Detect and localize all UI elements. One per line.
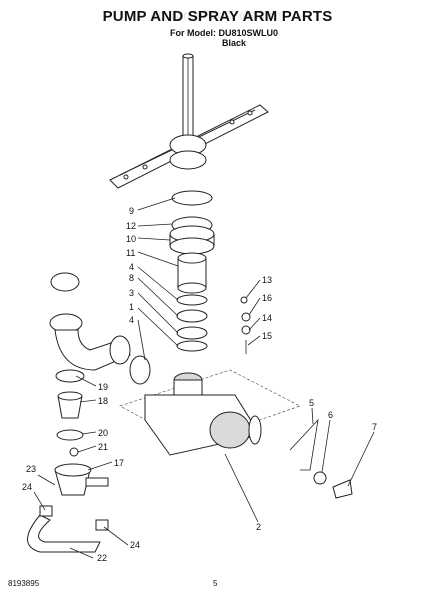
callout-22: 22 <box>97 553 107 563</box>
callout-1: 1 <box>129 302 134 312</box>
motor-pump-assembly <box>119 369 301 456</box>
callout-5: 5 <box>309 398 314 408</box>
callout-21: 21 <box>98 442 108 452</box>
spray-arm <box>109 104 269 189</box>
callout-labels: 9 12 10 11 4 8 3 1 4 13 16 14 15 19 18 2… <box>22 206 377 563</box>
pump-hose <box>49 272 151 385</box>
page-number: 5 <box>213 579 218 588</box>
callout-8a: 8 <box>129 273 134 283</box>
callout-20: 20 <box>98 428 108 438</box>
callout-4a: 4 <box>129 262 134 272</box>
spray-arm-shaft <box>182 53 194 147</box>
callout-18: 18 <box>98 396 108 406</box>
callout-2: 2 <box>256 522 261 532</box>
callout-24a: 24 <box>130 540 140 550</box>
callout-7: 7 <box>372 422 377 432</box>
callout-14: 14 <box>262 313 272 323</box>
color-label: Black <box>222 38 247 48</box>
filter-stack <box>54 369 109 496</box>
callout-3: 3 <box>129 288 134 298</box>
page-title: PUMP AND SPRAY ARM PARTS <box>102 8 333 25</box>
callout-12: 12 <box>126 221 136 231</box>
callout-6: 6 <box>328 410 333 420</box>
document-number: 8193895 <box>8 579 40 588</box>
callout-23: 23 <box>26 464 36 474</box>
model-line: For Model: DU810SWLU0 <box>170 28 279 38</box>
callout-16: 16 <box>262 293 272 303</box>
watermark-text: AppliancePartsPros.com <box>150 8 282 22</box>
callout-15: 15 <box>262 331 272 341</box>
callout-10: 10 <box>126 234 136 244</box>
seal-stack <box>176 294 208 352</box>
spacer-tube <box>177 252 207 294</box>
drain-hose <box>27 505 109 553</box>
bracket-grommet-plate <box>289 418 353 499</box>
leader-lines <box>33 197 375 559</box>
callout-19: 19 <box>98 382 108 392</box>
callout-9: 9 <box>129 206 134 216</box>
upper-clamp <box>169 190 215 255</box>
callout-17: 17 <box>114 458 124 468</box>
callout-13: 13 <box>262 275 272 285</box>
small-hardware <box>240 296 251 354</box>
callout-4b: 4 <box>129 315 134 325</box>
callout-11: 11 <box>126 248 135 258</box>
callout-24b: 24 <box>22 482 32 492</box>
